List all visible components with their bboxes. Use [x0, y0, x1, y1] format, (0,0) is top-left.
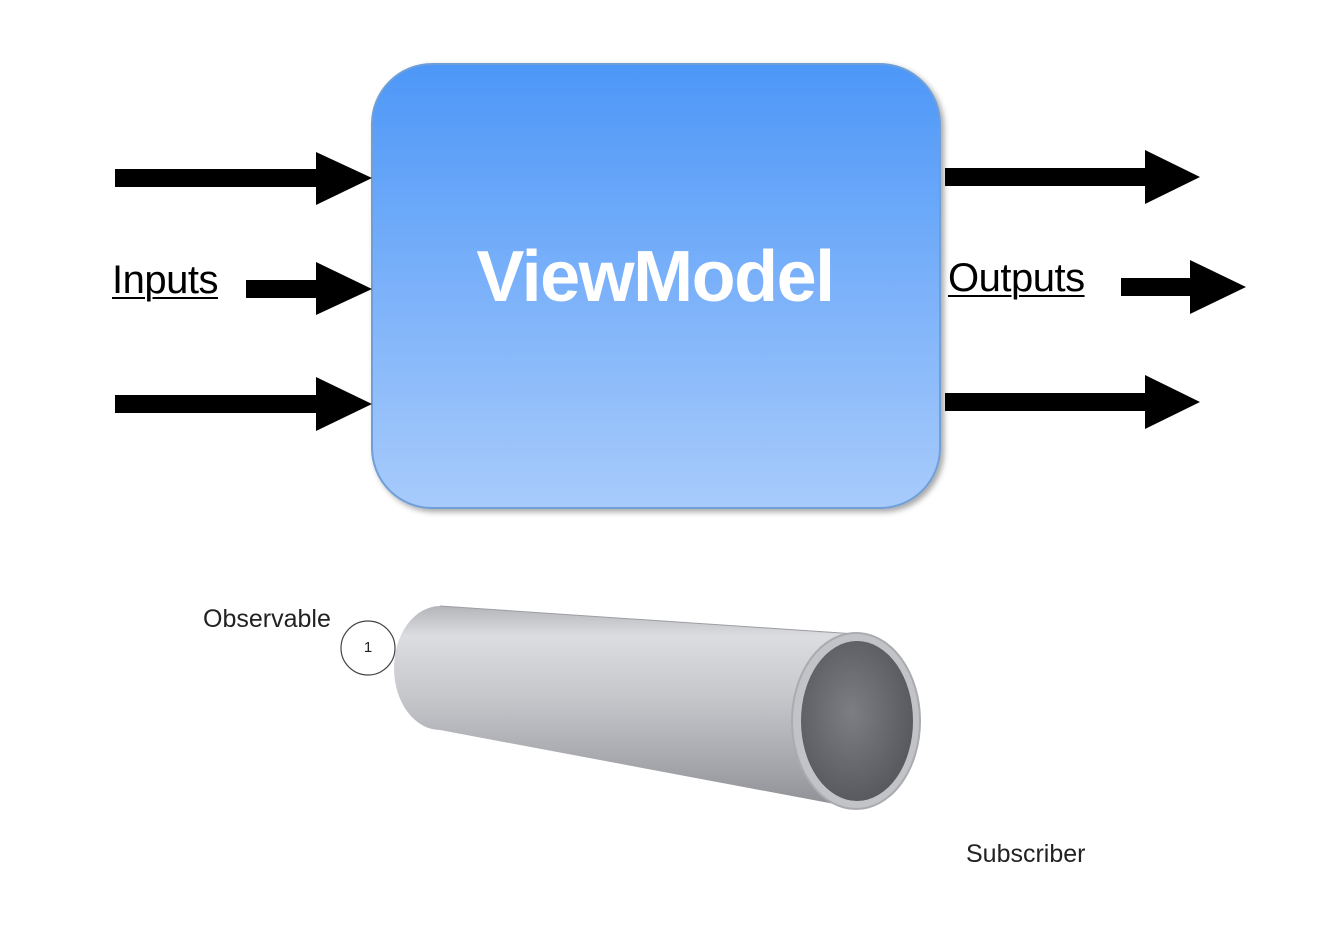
- subscriber-label: Subscriber: [966, 840, 1086, 868]
- viewmodel-title: ViewModel: [476, 237, 835, 317]
- inputs-label: Inputs: [112, 258, 218, 302]
- outputs-label: Outputs: [948, 256, 1085, 300]
- output-arrow-bottom: [945, 375, 1200, 429]
- marble-value: 1: [363, 639, 373, 656]
- input-arrow-bottom: [115, 377, 372, 431]
- output-arrow-top: [945, 150, 1200, 204]
- pipe-illustration: [394, 605, 921, 810]
- marble: [340, 620, 396, 676]
- observable-label: Observable: [203, 605, 331, 633]
- input-arrow-middle: [246, 262, 372, 315]
- output-arrow-middle: [1121, 260, 1246, 314]
- input-arrow-top: [115, 152, 372, 205]
- viewmodel-box: [371, 63, 941, 509]
